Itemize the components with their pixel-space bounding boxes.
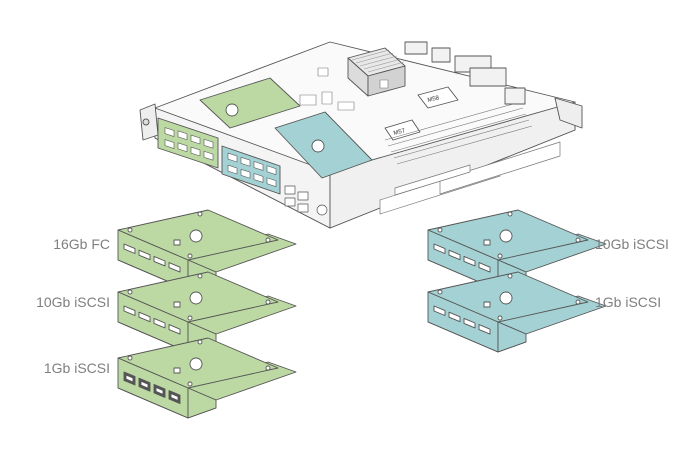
module-port	[138, 311, 151, 323]
screw	[197, 339, 203, 345]
module-port-slot	[125, 374, 134, 383]
green-io-slot	[157, 77, 301, 169]
module-port-slot	[140, 380, 149, 389]
module-label-1gb-iscsi-right: 1Gb iSCSI	[595, 294, 662, 310]
module-edge	[427, 321, 527, 353]
screw	[497, 253, 503, 259]
screw	[265, 299, 271, 305]
screw	[127, 289, 133, 295]
front-ports	[284, 185, 328, 216]
board-components	[299, 67, 389, 111]
module-port	[478, 324, 491, 335]
module-port	[433, 305, 446, 316]
module-label-16gb-fc: 16Gb FC	[53, 236, 110, 252]
screw	[507, 211, 513, 217]
module-knob	[499, 229, 513, 243]
memory-modules	[384, 101, 533, 165]
module-latch	[483, 239, 491, 246]
module-label-1gb-iscsi-left: 1Gb iSCSI	[43, 360, 110, 376]
left-module-stack	[117, 209, 297, 419]
screw	[265, 237, 271, 243]
screw	[437, 227, 443, 233]
module-port	[153, 255, 166, 267]
module-port-slot	[155, 386, 164, 395]
module-port	[168, 262, 181, 273]
module-knob	[189, 357, 203, 371]
screw	[575, 299, 581, 305]
screw	[497, 315, 503, 321]
module-port	[448, 249, 461, 261]
module-port	[168, 324, 181, 335]
screw	[187, 381, 193, 387]
io-module	[117, 337, 297, 419]
chip-label: M57	[393, 128, 406, 137]
chassis-right-ear	[554, 97, 583, 129]
module-port	[463, 317, 476, 329]
screw	[127, 227, 133, 233]
screw	[187, 315, 193, 321]
module-port	[138, 249, 151, 261]
io-module	[427, 271, 607, 353]
chip-label: M58	[427, 95, 440, 104]
module-port	[153, 317, 166, 329]
module-port	[433, 243, 446, 254]
module-port	[123, 305, 136, 316]
module-edge	[117, 387, 217, 419]
module-knob	[189, 291, 203, 305]
screw	[187, 253, 193, 259]
screw	[265, 365, 271, 371]
module-port	[123, 243, 136, 254]
module-knob	[189, 229, 203, 243]
screw	[507, 273, 513, 279]
screw	[437, 289, 443, 295]
screw	[197, 273, 203, 279]
module-latch	[173, 239, 181, 246]
module-latch	[483, 301, 491, 308]
module-label-10gb-iscsi-right: 10Gb iSCSI	[595, 236, 669, 252]
module-latch	[173, 301, 181, 308]
module-port	[448, 311, 461, 323]
module-label-10gb-iscsi-left: 10Gb iSCSI	[36, 294, 110, 310]
rear-connectors	[404, 41, 526, 105]
module-port-slot	[170, 393, 179, 402]
chip-m57: M57	[384, 119, 421, 141]
module-port	[478, 262, 491, 273]
right-module-stack	[427, 209, 607, 353]
module-port	[463, 255, 476, 267]
pcie-slots	[379, 141, 561, 215]
chip-m58: M58	[417, 86, 459, 109]
module-latch	[173, 367, 181, 374]
screw	[575, 237, 581, 243]
blue-io-slot	[221, 111, 373, 195]
controller-chassis: M58 M57	[139, 41, 583, 229]
screw	[197, 211, 203, 217]
screw	[127, 355, 133, 361]
module-knob	[499, 291, 513, 305]
